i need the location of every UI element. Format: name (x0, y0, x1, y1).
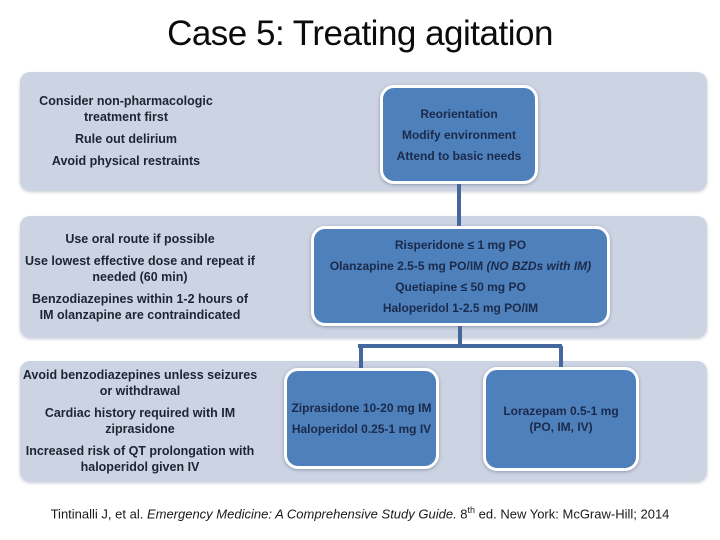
citation-edition-superscript: th (467, 505, 476, 515)
note-text: Rule out delirium (74, 132, 178, 146)
note-text: Avoid benzodiazepines unless seizures or… (22, 368, 258, 398)
box-line: Quetiapine ≤ 50 mg PO (395, 279, 526, 294)
box-line-warning-italic: (NO BZDs with IM) (486, 258, 592, 273)
box-line: Haloperidol 0.25-1 mg IV (291, 422, 432, 436)
row-panel-non-pharmacologic (20, 72, 707, 190)
box-line: Ziprasidone 10-20 mg IM (291, 401, 432, 415)
box-line: Modify environment (401, 127, 516, 142)
box-line: Reorientation (420, 106, 498, 121)
citation-book-title: Emergency Medicine: A Comprehensive Stud… (146, 506, 457, 522)
connector-branch-left (359, 346, 363, 370)
note-text: Cardiac history required with IM ziprasi… (44, 406, 236, 436)
treatment-box-first-line-meds: Risperidone ≤ 1 mg PO Olanzapine 2.5-5 m… (311, 226, 610, 326)
box-line: Risperidone ≤ 1 mg PO (394, 237, 527, 252)
connector-branch-right (559, 346, 563, 369)
citation-edition-number: 8 (456, 506, 468, 522)
slide-title: Case 5: Treating agitation (167, 14, 553, 53)
notes-row3: Avoid benzodiazepines unless seizures or… (20, 361, 260, 481)
notes-row2: Use oral route if possible Use lowest ef… (24, 216, 256, 337)
box-line: Lorazepam 0.5-1 mg (PO, IM, IV) (503, 404, 619, 434)
notes-row1: Consider non-pharmacologic treatment fir… (28, 72, 224, 190)
box-line: Attend to basic needs (396, 148, 522, 163)
citation-publisher: ed. New York: McGraw-Hill; 2014 (475, 506, 670, 522)
connector-box2-stem (458, 324, 462, 348)
treatment-box-non-pharmacologic: Reorientation Modify environment Attend … (380, 85, 538, 184)
note-text: Use lowest effective dose and repeat if … (25, 253, 255, 284)
citation: Tintinalli J, et al. Emergency Medicine:… (0, 505, 720, 521)
note-text: Consider non-pharmacologic treatment fir… (39, 94, 213, 124)
note-text: Increased risk of QT prolongation with h… (25, 444, 255, 474)
treatment-box-im-iv-antipsychotics: Ziprasidone 10-20 mg IM Haloperidol 0.25… (284, 368, 439, 469)
note-text: Avoid physical restraints (51, 154, 201, 168)
note-text: Benzodiazepines within 1-2 hours of IM o… (32, 291, 248, 322)
box-line: Olanzapine 2.5-5 mg PO/IM (NO BZDs with … (330, 258, 591, 274)
treatment-box-lorazepam: Lorazepam 0.5-1 mg (PO, IM, IV) (483, 367, 639, 471)
connector-box1-to-box2 (457, 182, 461, 228)
citation-authors: Tintinalli J, et al. (50, 506, 147, 522)
box-line: Haloperidol 1-2.5 mg PO/IM (382, 300, 539, 315)
connector-branch-horizontal (358, 344, 562, 348)
box-line-text: Olanzapine 2.5-5 mg PO/IM (329, 258, 487, 273)
note-text: Use oral route if possible (65, 231, 215, 246)
